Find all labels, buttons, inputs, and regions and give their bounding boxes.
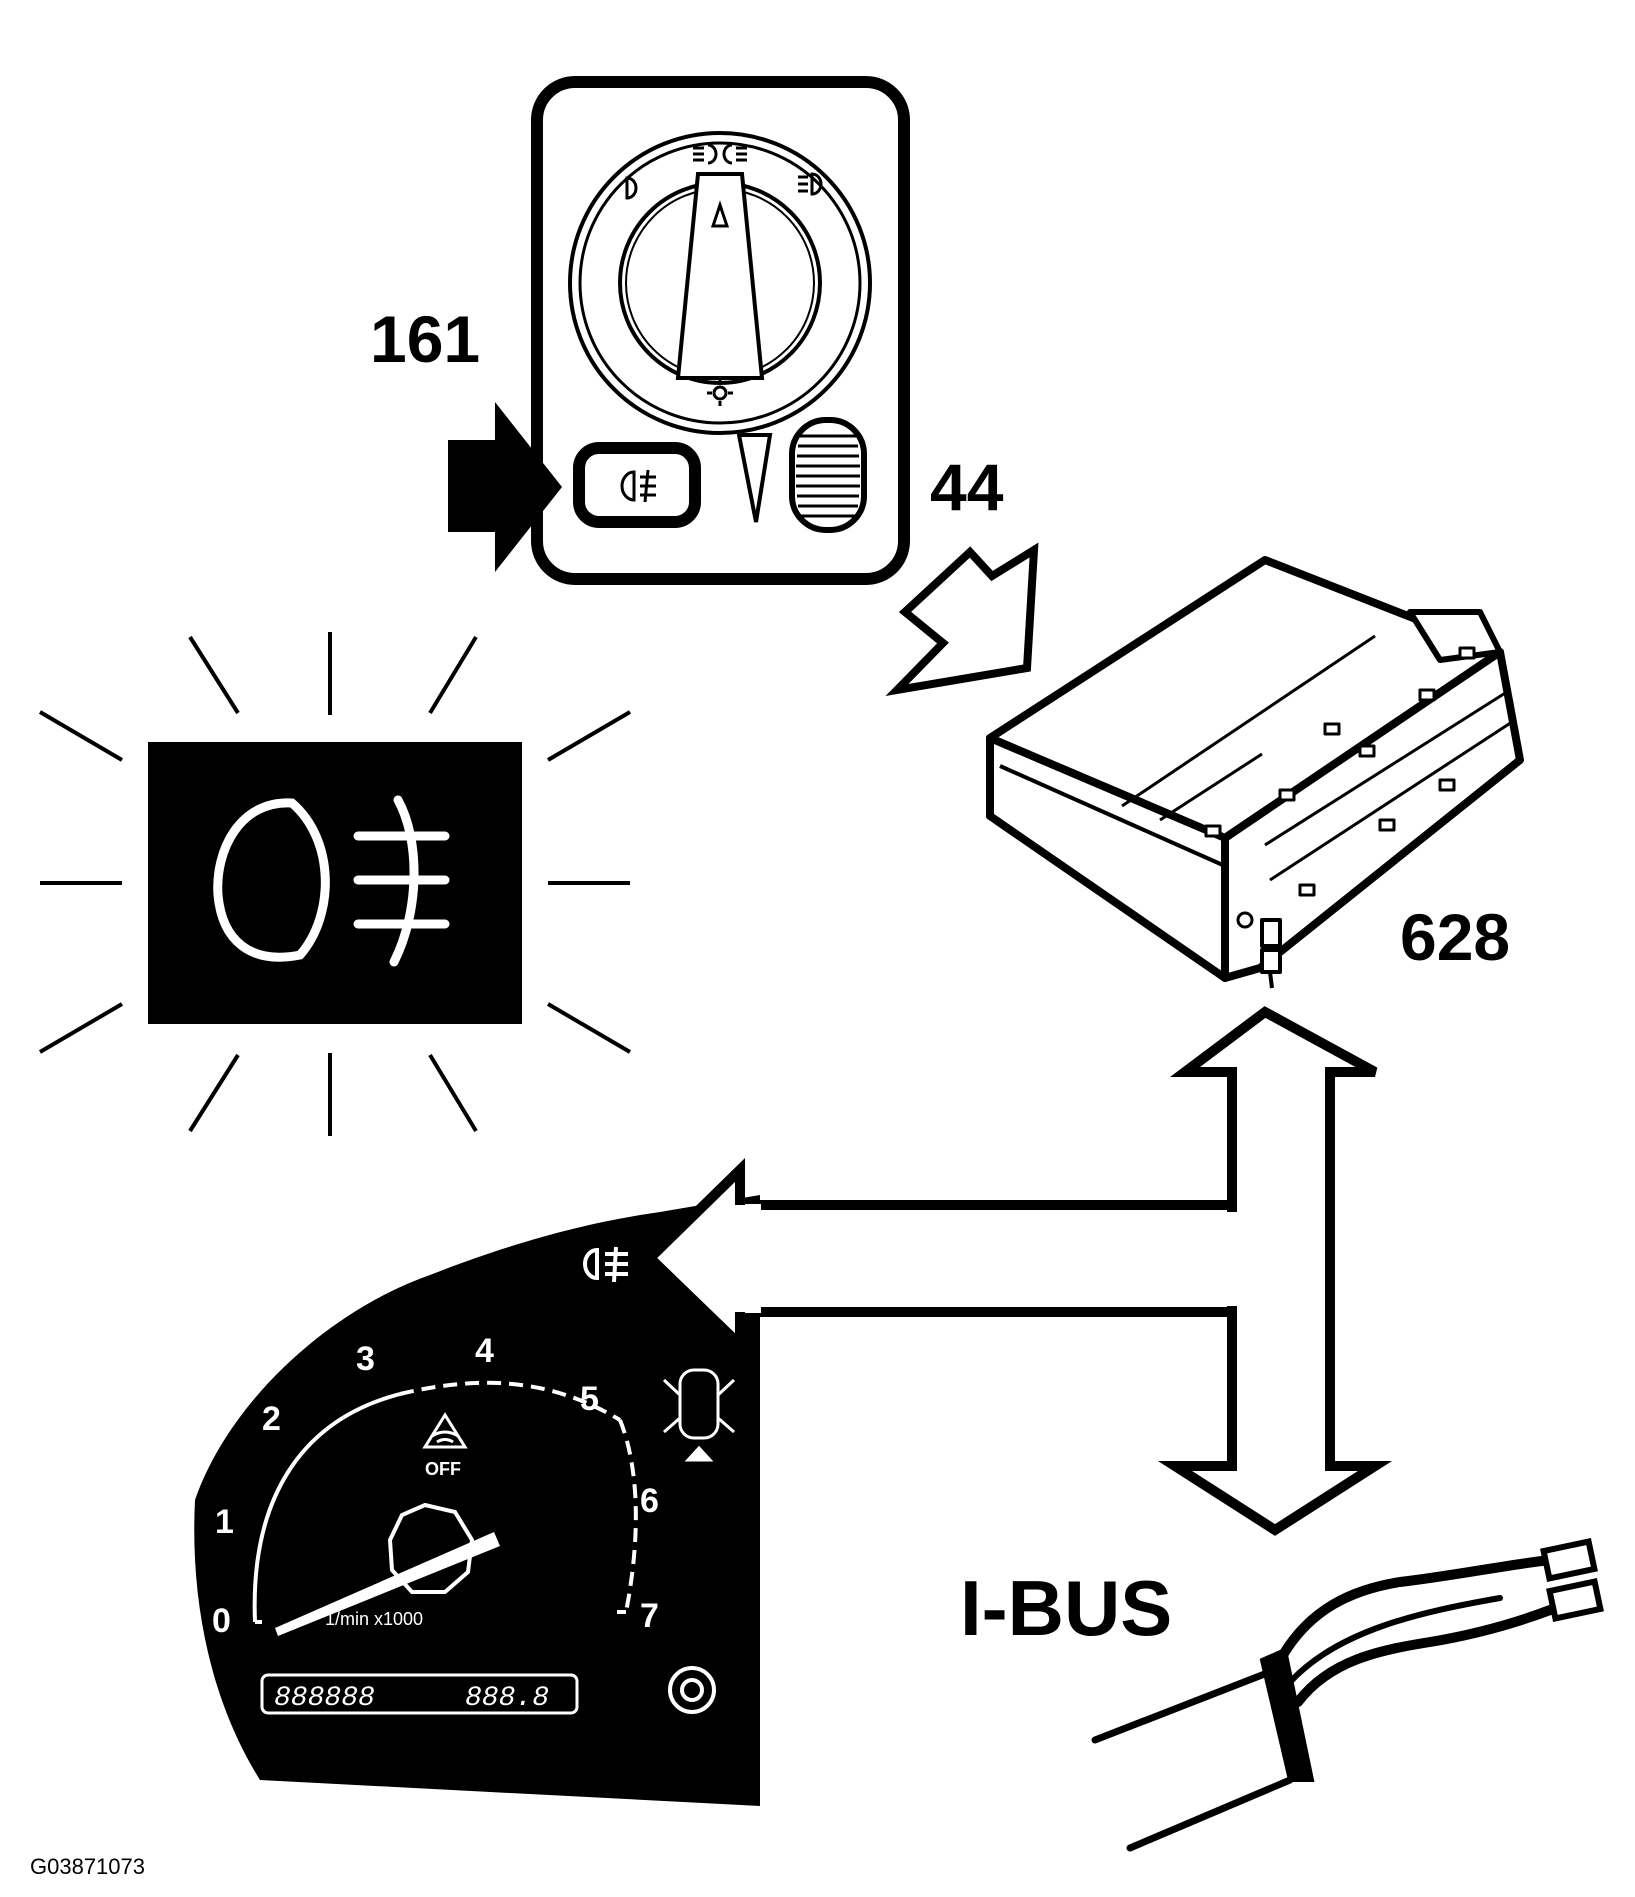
indicator-rays [38, 632, 632, 1136]
gauge-number-7: 7 [640, 1597, 659, 1635]
figure-id: G03871073 [30, 1854, 145, 1879]
rpm-unit-label: 1/min x1000 [325, 1609, 423, 1629]
gauge-number-2: 2 [262, 1400, 281, 1438]
trip-value: 888.8 [465, 1683, 549, 1714]
gauge-number-5: 5 [580, 1380, 599, 1418]
light-control-module [986, 556, 1524, 989]
callout-44: 44 [930, 450, 1004, 524]
signal-arrow [885, 542, 1039, 696]
gauge-number-4: 4 [475, 1332, 494, 1370]
tachometer-needle [275, 1532, 500, 1636]
instrument-cluster: 0 1 2 3 4 5 6 7 1/min x1000 OFF [194, 1158, 761, 1806]
rear-fog-light-icon [213, 795, 450, 967]
dimmer-wheel[interactable] [789, 417, 867, 533]
light-switch-panel [531, 76, 910, 585]
headlight-switch-icon [568, 131, 872, 435]
i-bus-cable [1091, 1537, 1604, 1852]
car-door-open-icon [662, 1368, 736, 1462]
bus-double-arrow [1157, 1006, 1393, 1536]
rear-fog-switch-button[interactable] [573, 442, 701, 528]
dimmer-wedge [736, 433, 773, 523]
odometer-value: 888888 [274, 1683, 375, 1714]
rear-fog-light-icon [583, 1246, 628, 1283]
callout-628: 628 [1400, 900, 1510, 974]
traction-control-off-icon [422, 1412, 468, 1449]
gauge-number-6: 6 [640, 1482, 659, 1520]
callout-161: 161 [370, 302, 480, 376]
rear-fog-light-icon [620, 469, 656, 503]
trip-reset-knob[interactable] [668, 1666, 716, 1714]
gauge-number-3: 3 [356, 1340, 375, 1378]
dsc-off-label: OFF [425, 1459, 461, 1479]
switch-pointer-arrow [448, 402, 562, 572]
bus-label: I-BUS [960, 1564, 1172, 1652]
odometer-display: 888888 888.8 [260, 1673, 579, 1715]
gauge-number-0: 0 [212, 1602, 231, 1640]
gauge-number-1: 1 [215, 1503, 234, 1541]
fog-indicator-panel [148, 742, 522, 1024]
